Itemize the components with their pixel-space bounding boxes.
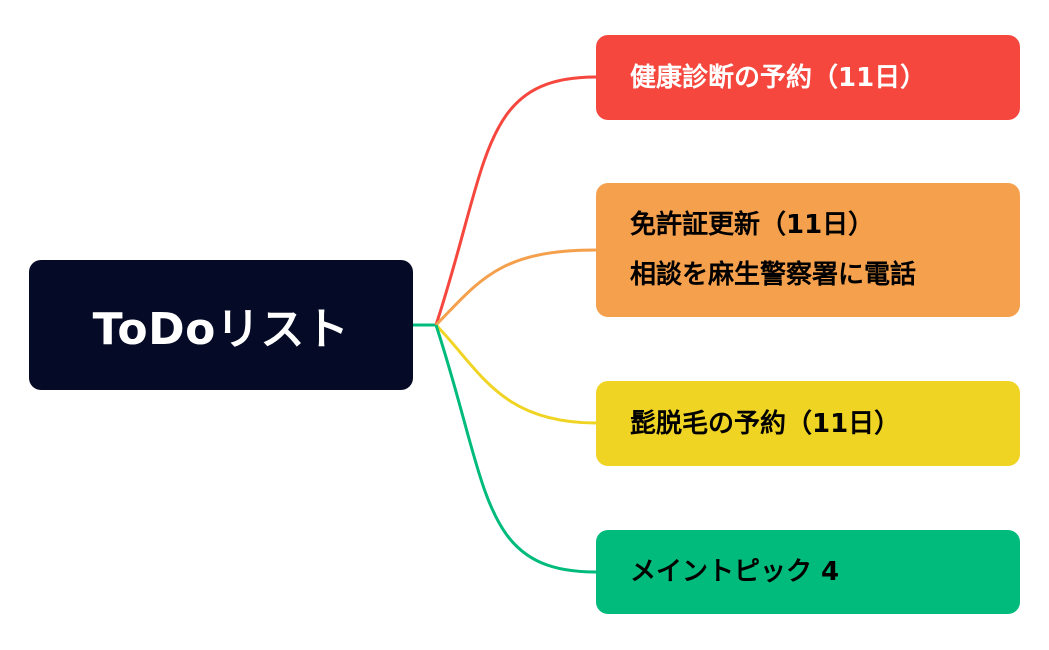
topic-node-2[interactable]: 免許証更新（11日） 相談を麻生警察署に電話 [596,183,1020,317]
topic-node-3[interactable]: 髭脱毛の予約（11日） [596,381,1020,466]
topic-2-line-1: 免許証更新（11日） [630,210,875,240]
topic-node-4[interactable]: メイントピック 4 [596,530,1020,614]
topic-2-line-2: 相談を麻生警察署に電話 [630,260,917,290]
topic-node-1[interactable]: 健康診断の予約（11日） [596,35,1020,120]
connector-topic-3 [434,323,597,425]
connector-topic-1 [434,75,597,326]
connector-topic-2 [434,248,597,327]
root-label: ToDoリスト [92,304,350,355]
root-node[interactable]: ToDoリスト [29,260,413,390]
connector-topic-4 [434,324,597,574]
topic-4-line-1: メイントピック 4 [630,557,840,587]
topic-3-line-1: 髭脱毛の予約（11日） [630,408,901,439]
topic-1-line-1: 健康診断の予約（11日） [630,62,927,93]
